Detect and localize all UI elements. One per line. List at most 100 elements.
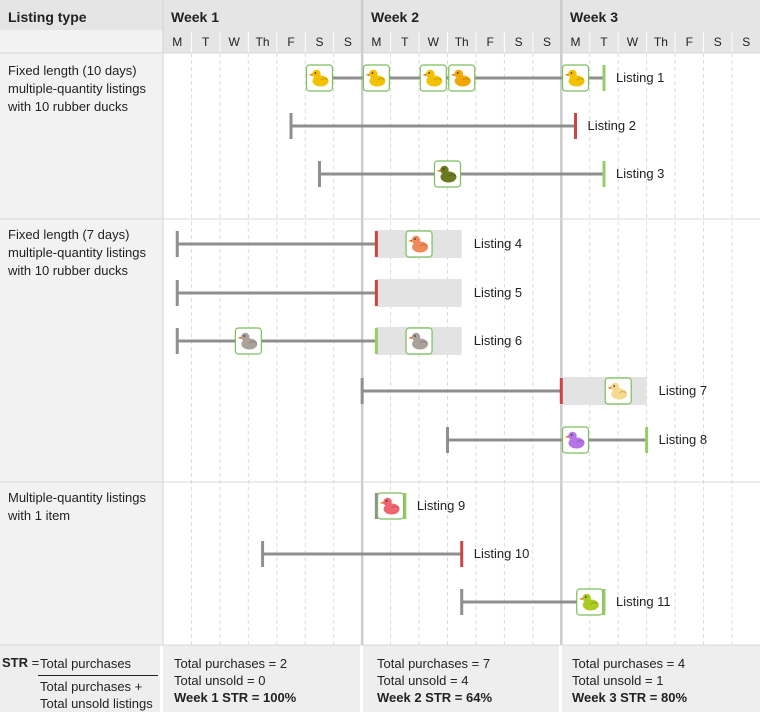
listing-label: Listing 10 — [473, 546, 530, 561]
rubber-duck-icon — [448, 64, 476, 92]
group-1-desc-line: Fixed length (10 days) — [8, 63, 137, 78]
listing-label: Listing 1 — [615, 70, 665, 85]
day-label: W — [228, 35, 240, 49]
footer-bg — [0, 645, 760, 712]
day-header-bg — [163, 30, 760, 53]
day-label: M — [371, 35, 382, 49]
listing-label: Listing 8 — [658, 432, 708, 447]
week-1-summary: Total purchases = 2 Total unsold = 0 Wee… — [174, 655, 296, 706]
listing-end-marker — [374, 280, 378, 306]
listing-start-marker — [374, 493, 378, 519]
footer-separator — [160, 645, 163, 712]
listing-label: Listing 2 — [587, 118, 636, 133]
week-3-str: Week 3 STR = 80% — [572, 690, 688, 705]
str-formula: STR = — [2, 655, 39, 670]
listing-label: Listing 5 — [473, 285, 523, 300]
listing-label: Listing 6 — [473, 333, 523, 348]
fraction-bar — [38, 675, 158, 676]
day-label: S — [514, 35, 523, 49]
rubber-duck-icon — [576, 588, 604, 616]
listing-end-marker — [602, 65, 606, 91]
listing-end-marker — [374, 231, 378, 257]
week-2-unsold: Total unsold = 4 — [377, 673, 469, 688]
listing-type-column-bg — [0, 0, 163, 645]
listing-start-marker — [446, 427, 449, 453]
listing-label: Listing 11 — [615, 594, 671, 609]
listing-end-marker — [602, 161, 606, 187]
day-label: M — [570, 35, 581, 49]
str-denominator-line-1: Total purchases + — [40, 679, 143, 694]
rubber-duck-icon — [405, 327, 433, 355]
rubber-duck-icon — [419, 64, 447, 92]
week-1-unsold: Total unsold = 0 — [174, 673, 266, 688]
day-label: S — [343, 35, 352, 49]
listing-end-marker — [403, 493, 407, 519]
day-label: T — [401, 35, 409, 49]
group-1-description: Fixed length (10 days) multiple-quantity… — [8, 62, 158, 116]
listing-start-marker — [261, 541, 265, 567]
week-3-summary: Total purchases = 4 Total unsold = 1 Wee… — [572, 655, 687, 706]
group-3-desc-line: Multiple-quantity listings — [8, 490, 147, 505]
rubber-duck-icon — [362, 64, 390, 92]
group-2-description: Fixed length (7 days) multiple-quantity … — [8, 226, 158, 280]
day-label: S — [713, 35, 722, 49]
day-label: F — [685, 35, 693, 49]
group-3-description: Multiple-quantity listings with 1 item — [8, 489, 158, 525]
day-label: F — [287, 35, 295, 49]
group-2-desc-line: with 10 rubber ducks — [8, 263, 128, 278]
listing-start-marker — [460, 589, 464, 615]
rubber-duck-icon — [604, 377, 632, 405]
rubber-duck-icon — [561, 426, 590, 454]
unsold-period-bar — [561, 377, 647, 405]
str-denominator-line-2: Total unsold listings — [40, 696, 153, 711]
week-2-str: Week 2 STR = 64% — [377, 690, 493, 705]
day-label: Th — [255, 35, 270, 49]
group-1-desc-line: with 10 rubber ducks — [8, 99, 128, 114]
listing-label: Listing 4 — [473, 236, 523, 251]
day-label: Th — [454, 35, 469, 49]
str-label: STR — [2, 655, 28, 670]
listing-end-marker — [460, 541, 464, 567]
day-label: Th — [653, 35, 668, 49]
day-label: T — [600, 35, 608, 49]
footer-separator — [559, 645, 562, 712]
listing-start-marker — [175, 280, 179, 306]
week-3-header: Week 3 — [570, 9, 618, 25]
listing-start-marker — [289, 113, 293, 139]
group-2-desc-line: multiple-quantity listings — [8, 245, 147, 260]
listing-end-marker — [374, 328, 378, 354]
listing-start-marker — [360, 378, 364, 404]
rubber-duck-icon — [433, 160, 462, 188]
week-header-bg — [0, 0, 760, 30]
rubber-duck-icon — [405, 230, 433, 258]
listing-end-marker — [574, 113, 578, 139]
footer-separator — [360, 645, 363, 712]
str-numerator: Total purchases — [40, 656, 132, 671]
group-3-desc-line: with 1 item — [8, 508, 71, 523]
rubber-duck-icon — [305, 64, 334, 92]
week-2-purchases: Total purchases = 7 — [377, 656, 491, 671]
week-2-header: Week 2 — [371, 9, 419, 25]
listing-label: Listing 9 — [416, 498, 466, 513]
day-label: S — [742, 35, 751, 49]
day-label: T — [202, 35, 210, 49]
day-label: F — [486, 35, 494, 49]
day-label: M — [172, 35, 183, 49]
day-label: W — [427, 35, 439, 49]
listing-type-header: Listing type — [8, 9, 87, 25]
group-1-desc-line: multiple-quantity listings — [8, 81, 147, 96]
rubber-duck-icon — [561, 64, 590, 92]
day-label: S — [315, 35, 324, 49]
week-1-purchases: Total purchases = 2 — [174, 656, 288, 671]
unsold-period-bar — [376, 279, 462, 307]
week-3-purchases: Total purchases = 4 — [572, 656, 686, 671]
day-label: S — [543, 35, 552, 49]
week-1-str: Week 1 STR = 100% — [174, 690, 297, 705]
group-2-desc-line: Fixed length (7 days) — [8, 227, 130, 242]
week-1-header: Week 1 — [171, 9, 219, 25]
listing-end-marker — [559, 378, 563, 404]
listing-end-marker — [602, 589, 606, 615]
rubber-duck-icon — [377, 492, 405, 520]
